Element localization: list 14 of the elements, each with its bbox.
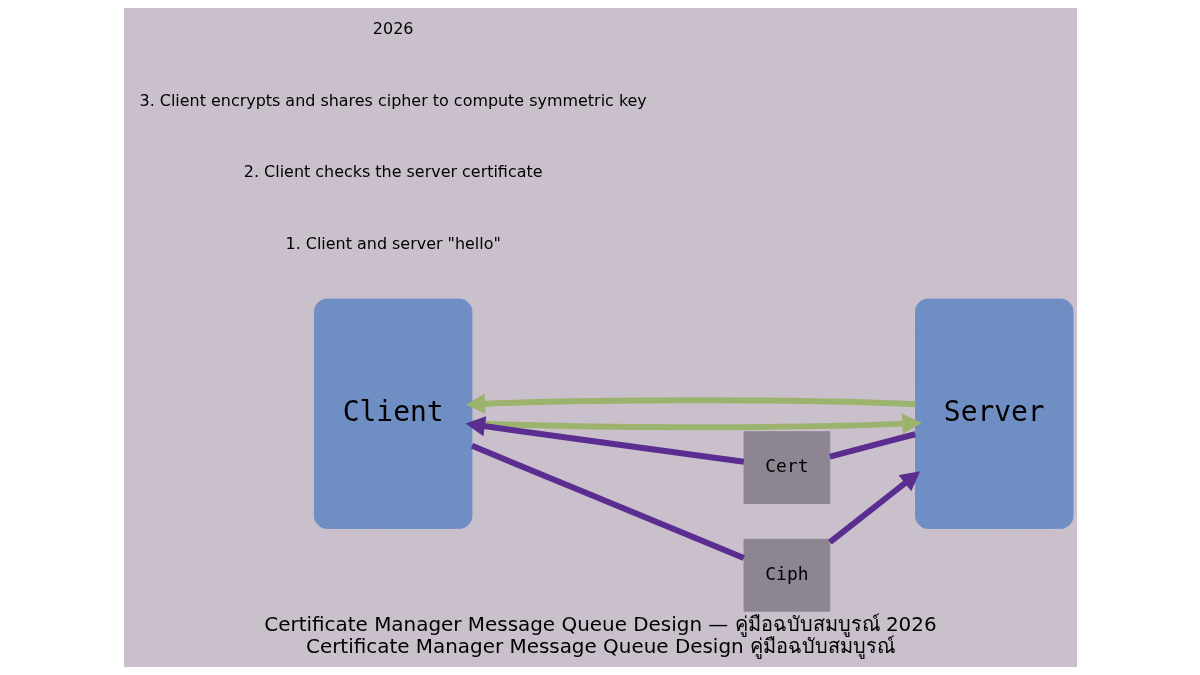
node-box: Client <box>313 298 472 529</box>
node-box: Server <box>914 298 1073 529</box>
arrow <box>471 413 922 434</box>
label: 2026 <box>372 18 413 38</box>
label: 3. Client encrypts and shares cipher to compute symmetric key <box>139 90 647 110</box>
arrow <box>465 416 744 465</box>
arrow <box>465 393 915 414</box>
node-box: Ciph <box>743 538 830 612</box>
connector <box>828 431 916 460</box>
connector <box>470 443 745 561</box>
node-box: Cert <box>743 431 830 504</box>
arrow <box>827 471 920 545</box>
label: 2. Client checks the server certificate <box>243 162 542 182</box>
label: 1. Client and server "hello" <box>285 234 501 254</box>
